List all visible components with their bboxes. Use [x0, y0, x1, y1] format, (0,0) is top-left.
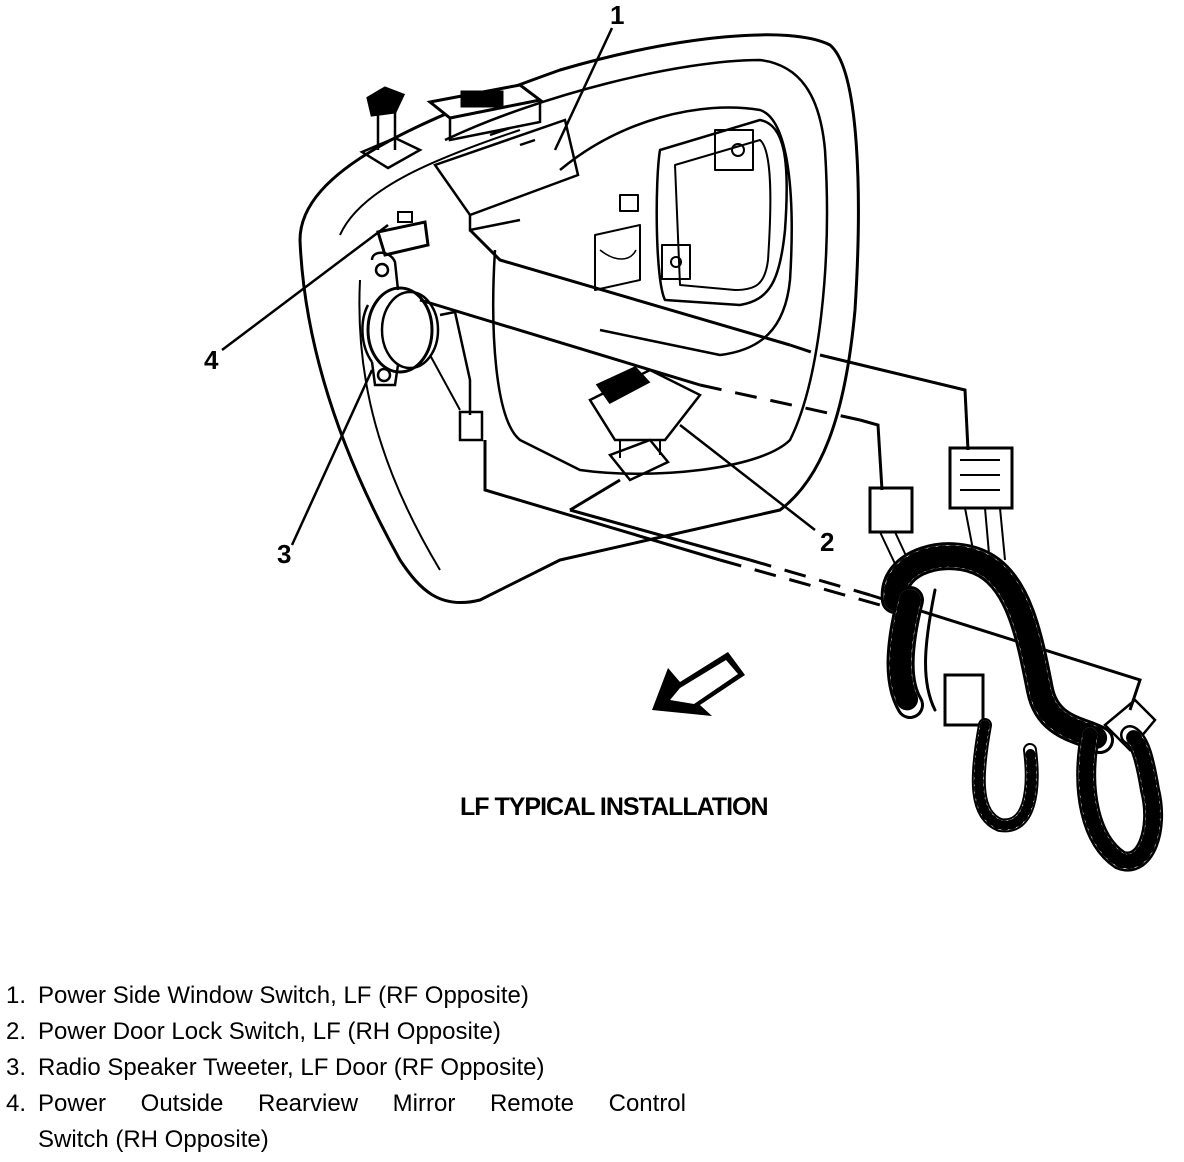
legend-number: 2.	[6, 1018, 27, 1045]
legend-continuation: Switch (RH Opposite)	[38, 1126, 269, 1153]
legend-number: 4.	[6, 1090, 27, 1117]
diagram-caption: LF TYPICAL INSTALLATION	[460, 793, 768, 821]
legend-item: 4. Power Outside Rearview Mirror Remote …	[6, 1086, 686, 1122]
speaker-tweeter	[361, 251, 484, 442]
mirror-control-knob	[359, 86, 423, 170]
legend-item: 1. Power Side Window Switch, LF (RF Oppo…	[6, 978, 686, 1014]
legend-text: Power Side Window Switch, LF (RF Opposit…	[38, 982, 529, 1009]
callout-4: 4	[204, 345, 219, 375]
parts-legend: 1. Power Side Window Switch, LF (RF Oppo…	[6, 978, 686, 1158]
callout-2: 2	[820, 527, 834, 557]
harness-wires	[419, 228, 1142, 711]
legend-number: 1.	[6, 982, 27, 1009]
legend-item: 2. Power Door Lock Switch, LF (RH Opposi…	[6, 1014, 686, 1050]
mirror-switch	[376, 211, 430, 257]
door-lock-switch	[588, 366, 702, 482]
door-panel	[298, 33, 860, 605]
direction-arrow-icon	[652, 652, 745, 716]
installation-diagram: 1 2 3 4 LF TYPICAL INSTALLATION	[204, 0, 1164, 872]
legend-text: Power Door Lock Switch, LF (RH Opposite)	[38, 1018, 501, 1045]
callout-1: 1	[610, 0, 624, 30]
harness-connectors	[868, 446, 1157, 752]
legend-text: Radio Speaker Tweeter, LF Door (RF Oppos…	[38, 1054, 545, 1081]
wiring-loom	[880, 542, 1164, 872]
power-window-switch	[426, 83, 580, 232]
callout-3: 3	[277, 539, 291, 569]
legend-text: Power Outside Rearview Mirror Remote Con…	[38, 1090, 686, 1117]
legend-number: 3.	[6, 1054, 27, 1081]
legend-item: 3. Radio Speaker Tweeter, LF Door (RF Op…	[6, 1050, 686, 1086]
leader-lines	[221, 27, 816, 546]
